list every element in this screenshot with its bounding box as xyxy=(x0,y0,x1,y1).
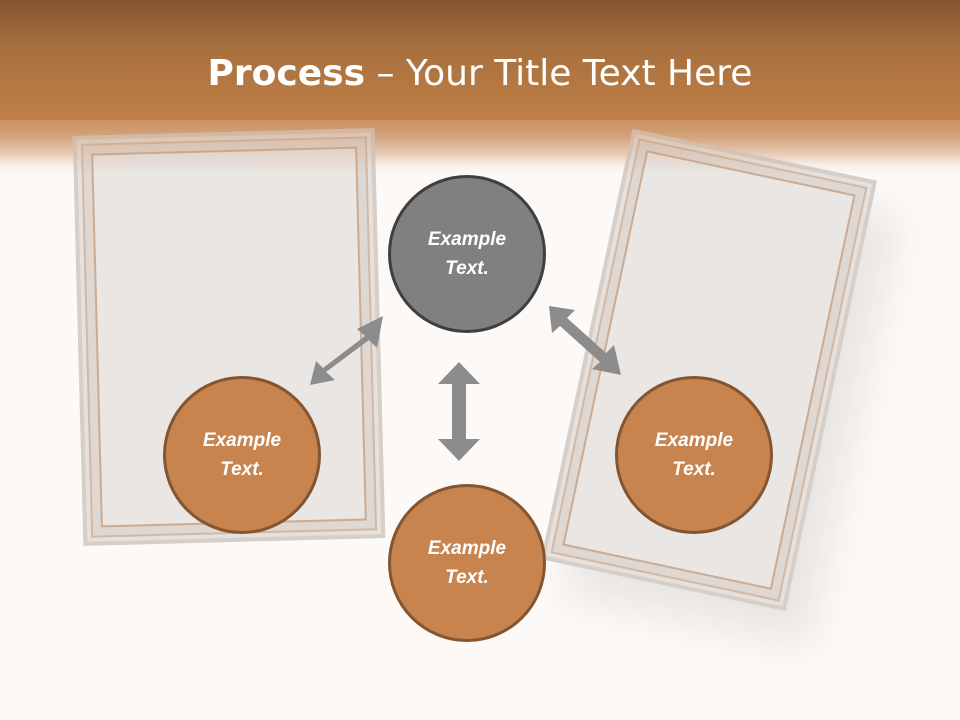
process-node-bottom: Example Text. xyxy=(388,484,546,642)
node-right-label: Example Text. xyxy=(654,430,734,480)
node-bottom-label: Example Text. xyxy=(427,538,507,588)
slide-title: Process – Your Title Text Here xyxy=(0,52,960,96)
title-bold: Process xyxy=(207,53,366,94)
process-node-right: Example Text. xyxy=(615,376,773,534)
double-arrow-right-icon xyxy=(549,306,621,375)
node-left-label: Example Text. xyxy=(202,430,282,480)
process-node-left: Example Text. xyxy=(163,376,321,534)
double-arrow-left-icon xyxy=(310,316,383,385)
title-rest: – Your Title Text Here xyxy=(365,53,753,94)
double-arrow-vertical-icon xyxy=(438,362,480,461)
node-top-label: Example Text. xyxy=(427,229,507,279)
process-node-top: Example Text. xyxy=(388,175,546,333)
